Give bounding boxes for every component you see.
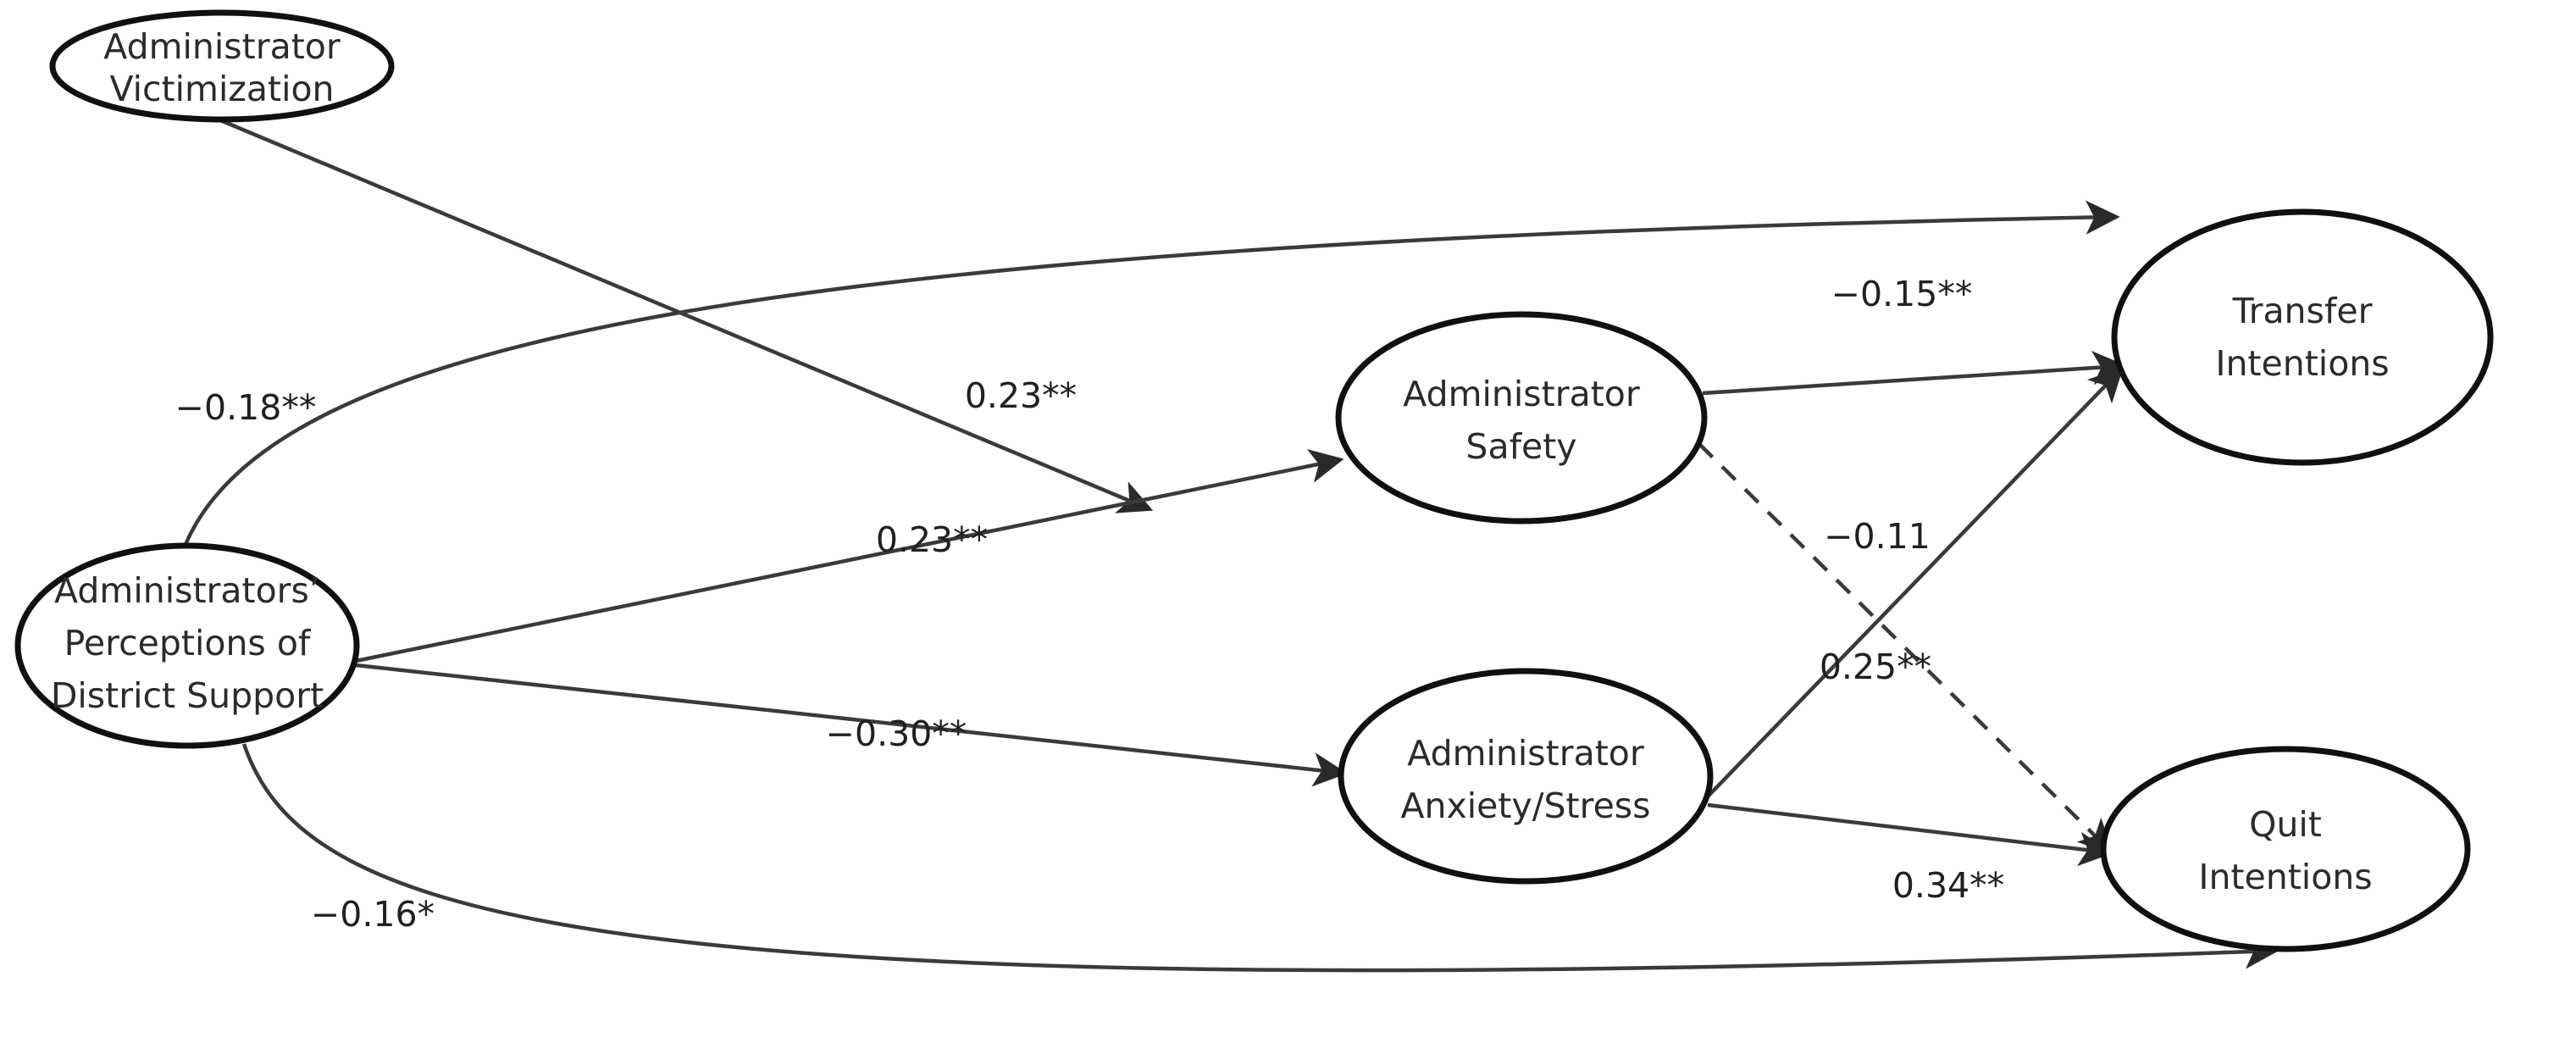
node-administrator-anxiety-stress[interactable]: Administrator Anxiety/Stress: [1338, 668, 1714, 885]
label-administrator-anxiety-line2: Anxiety/Stress: [1400, 785, 1650, 826]
edge-label-group: 0.23** −0.18** 0.23** −0.30** −0.16* −0.…: [175, 274, 2004, 935]
label-district-support-line1: Administrators’: [54, 570, 320, 611]
node-administrator-safety[interactable]: Administrator Safety: [1335, 311, 1708, 524]
node-transfer-intentions[interactable]: Transfer Intentions: [2111, 208, 2494, 466]
edge-label-safety-to-quit: −0.11: [1824, 516, 1931, 557]
edge-label-anxiety-to-transfer: 0.25**: [1820, 647, 1931, 687]
edge-label-district-support-to-quit: −0.16*: [311, 894, 435, 935]
node-quit-intentions[interactable]: Quit Intentions: [2100, 746, 2471, 952]
node-administrator-victimization[interactable]: Administrator Victimization: [49, 9, 395, 123]
label-administrator-victimization-line1: Administrator: [103, 26, 341, 67]
edge-anxiety-to-transfer[interactable]: [1706, 367, 2124, 798]
label-district-support-line2: Perceptions of: [64, 623, 312, 663]
edge-label-safety-to-transfer: −0.15**: [1831, 274, 1973, 314]
edge-group: [182, 117, 2280, 973]
edge-district-support-to-safety[interactable]: [355, 448, 1344, 663]
label-quit-intentions-line2: Intentions: [2198, 857, 2372, 897]
label-transfer-intentions-line2: Intentions: [2215, 343, 2389, 384]
label-administrator-safety-line1: Administrator: [1403, 374, 1640, 414]
edge-anxiety-to-quit[interactable]: [1707, 802, 2113, 867]
edge-label-anxiety-to-quit: 0.34**: [1892, 865, 2004, 906]
ellipse-transfer-intentions[interactable]: [2111, 208, 2494, 466]
label-administrator-anxiety-line1: Administrator: [1407, 733, 1644, 774]
node-administrators-perceptions-of-district-support[interactable]: Administrators’ Perceptions of District …: [14, 542, 360, 749]
label-administrator-victimization-line2: Victimization: [109, 69, 334, 109]
edge-label-district-support-to-safety: 0.23**: [876, 519, 988, 560]
edge-label-district-support-to-transfer: −0.18**: [175, 387, 317, 428]
edge-safety-to-transfer[interactable]: [1702, 350, 2127, 396]
edge-victimization-to-safety[interactable]: [218, 117, 1154, 513]
label-transfer-intentions-line1: Transfer: [2232, 291, 2373, 331]
label-quit-intentions-line1: Quit: [2249, 804, 2322, 845]
ellipse-administrator-anxiety-stress[interactable]: [1338, 668, 1714, 885]
edge-district-support-to-anxiety[interactable]: [355, 663, 1348, 787]
edge-district-support-to-quit[interactable]: [241, 743, 2280, 973]
ellipse-administrators-perceptions-of-district-support[interactable]: [14, 542, 360, 749]
edge-district-support-to-transfer[interactable]: [182, 200, 2120, 547]
ellipse-administrator-safety[interactable]: [1335, 311, 1708, 524]
edge-label-district-support-to-anxiety: −0.30**: [826, 713, 967, 754]
label-district-support-line3: District Support: [51, 675, 324, 716]
ellipse-administrator-victimization[interactable]: [49, 9, 395, 123]
edge-label-victimization-to-safety: 0.23**: [965, 375, 1077, 416]
ellipse-quit-intentions[interactable]: [2100, 746, 2471, 952]
label-administrator-safety-line2: Safety: [1465, 426, 1576, 467]
